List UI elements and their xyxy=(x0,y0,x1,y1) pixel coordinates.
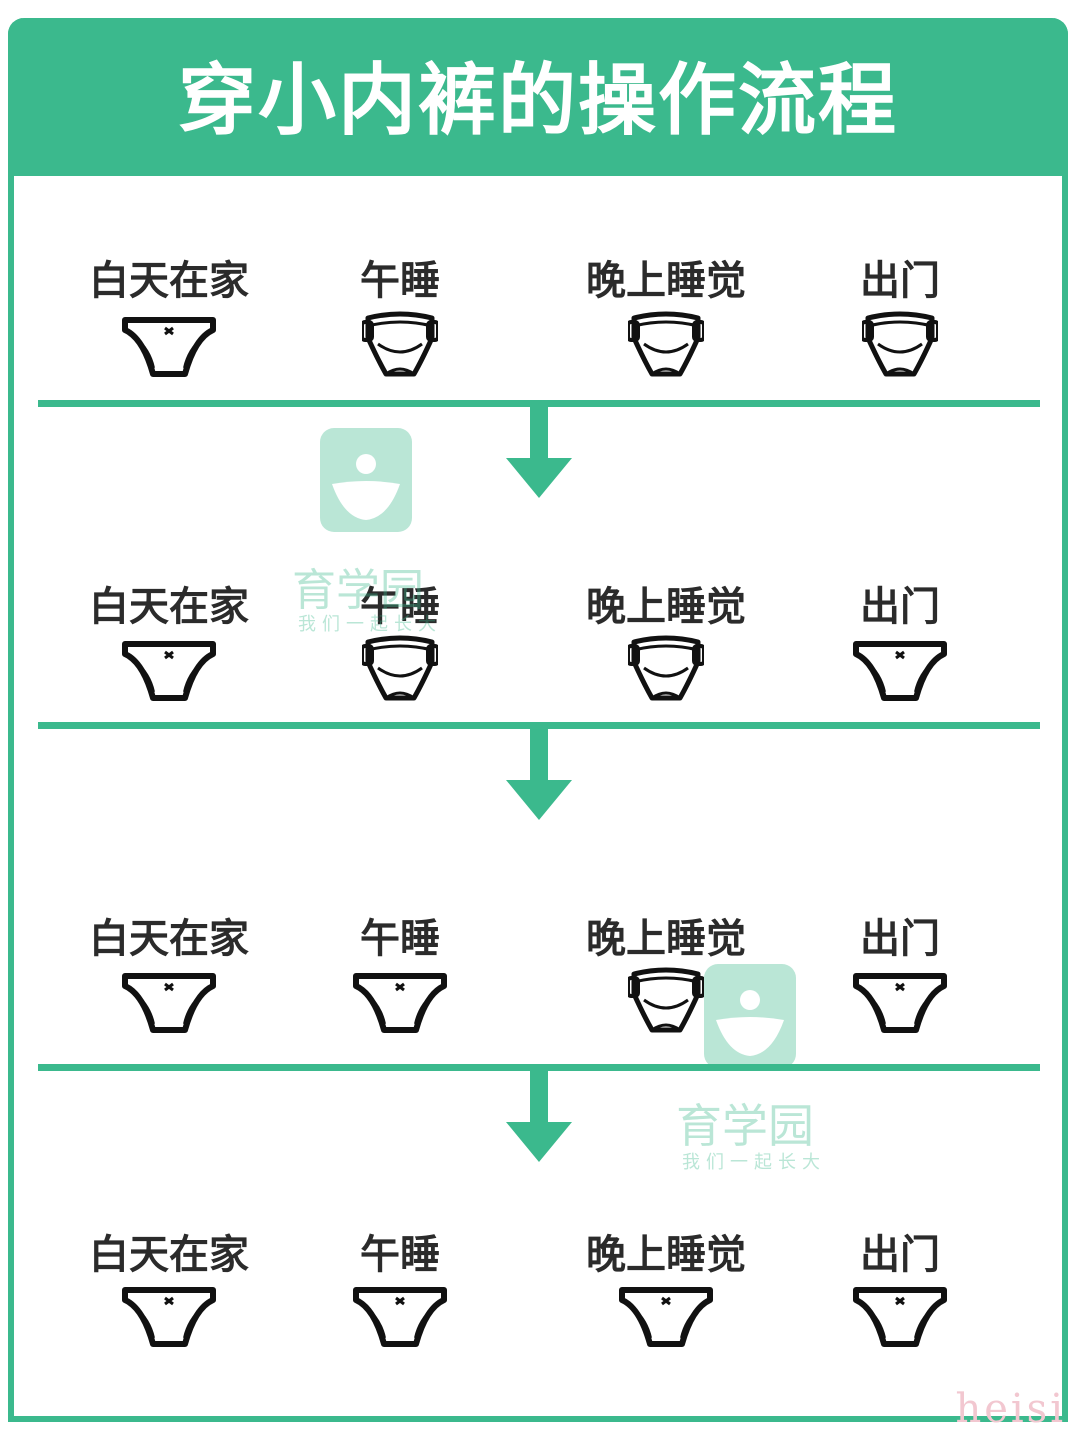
column-label: 午睡 xyxy=(360,916,440,962)
stage-3-cell-4: 出门 xyxy=(800,906,1000,964)
underwear-icon-wrap xyxy=(352,972,448,1038)
underwear-icon-wrap xyxy=(121,316,217,382)
diaper-icon-wrap xyxy=(626,964,706,1040)
watermark-logo-2: 育学园 我们一起长大 xyxy=(672,962,832,1177)
down-arrow-icon xyxy=(506,728,572,824)
underwear-icon xyxy=(853,641,947,701)
watermark-slogan: 我们一起长大 xyxy=(298,614,442,635)
stage-2-cell-3: 晚上睡觉 xyxy=(566,574,766,632)
column-label: 白天在家 xyxy=(89,916,249,962)
stage-2-cell-4: 出门 xyxy=(800,574,1000,632)
column-label: 出门 xyxy=(860,258,940,304)
title-banner: 穿小内裤的操作流程 xyxy=(8,18,1068,176)
underwear-icon-wrap xyxy=(352,1286,448,1352)
diaper-icon-wrap xyxy=(626,308,706,384)
diaper-icon xyxy=(360,635,440,701)
stage-divider xyxy=(38,400,1040,407)
column-label: 白天在家 xyxy=(89,1232,249,1278)
stage-divider xyxy=(38,1064,1040,1071)
watermark-logo-icon xyxy=(704,964,796,1068)
column-label: 出门 xyxy=(860,584,940,630)
underwear-icon xyxy=(122,641,216,701)
diaper-icon-wrap xyxy=(360,632,440,708)
underwear-icon-wrap xyxy=(121,640,217,706)
stage-3-cell-2: 午睡 xyxy=(300,906,500,964)
stage-1-cell-1: 白天在家 xyxy=(69,248,269,306)
stage-4-cell-3: 晚上睡觉 xyxy=(566,1222,766,1280)
column-label: 晚上睡觉 xyxy=(586,1232,746,1278)
column-label: 晚上睡觉 xyxy=(586,258,746,304)
underwear-icon-wrap xyxy=(618,1286,714,1352)
underwear-icon-wrap xyxy=(121,1286,217,1352)
watermark-logo-1: 育学园 我们一起长大 xyxy=(292,426,442,636)
watermark-name: 育学园 xyxy=(292,565,424,616)
stage-2-cell-2: 午睡 xyxy=(300,574,500,632)
diaper-icon-wrap xyxy=(360,308,440,384)
column-label: 出门 xyxy=(860,916,940,962)
stage-4-cell-2: 午睡 xyxy=(300,1222,500,1280)
watermark-name: 育学园 xyxy=(676,1099,814,1153)
stage-3-cell-1: 白天在家 xyxy=(69,906,269,964)
diaper-icon-wrap xyxy=(626,632,706,708)
watermark-logo-icon xyxy=(320,428,412,532)
diaper-icon xyxy=(360,311,440,377)
stage-4-cell-1: 白天在家 xyxy=(69,1222,269,1280)
diaper-icon xyxy=(860,311,940,377)
column-label: 午睡 xyxy=(360,584,440,630)
stage-1-cell-2: 午睡 xyxy=(300,248,500,306)
underwear-icon xyxy=(853,973,947,1033)
column-label: 白天在家 xyxy=(89,258,249,304)
underwear-icon xyxy=(619,1287,713,1347)
underwear-icon xyxy=(353,1287,447,1347)
stage-1-cell-3: 晚上睡觉 xyxy=(566,248,766,306)
watermark-slogan: 我们一起长大 xyxy=(682,1152,826,1173)
underwear-icon xyxy=(853,1287,947,1347)
diaper-icon xyxy=(626,311,706,377)
column-label: 午睡 xyxy=(360,1232,440,1278)
corner-watermark: heisi xyxy=(955,1386,1066,1432)
column-label: 晚上睡觉 xyxy=(586,584,746,630)
underwear-icon-wrap xyxy=(852,1286,948,1352)
underwear-icon-wrap xyxy=(852,640,948,706)
down-arrow-icon xyxy=(506,1070,572,1166)
underwear-icon xyxy=(122,973,216,1033)
column-label: 晚上睡觉 xyxy=(586,916,746,962)
column-label: 午睡 xyxy=(360,258,440,304)
underwear-icon-wrap xyxy=(121,972,217,1038)
underwear-icon-wrap xyxy=(852,972,948,1038)
stage-divider xyxy=(38,722,1040,729)
column-label: 出门 xyxy=(860,1232,940,1278)
diaper-icon-wrap xyxy=(860,308,940,384)
stage-3-cell-3: 晚上睡觉 xyxy=(566,906,766,964)
down-arrow-icon xyxy=(506,406,572,502)
diaper-icon xyxy=(626,967,706,1033)
flowchart-frame xyxy=(8,18,1068,1422)
page-title: 穿小内裤的操作流程 xyxy=(177,56,898,146)
diaper-icon xyxy=(626,635,706,701)
underwear-icon xyxy=(122,317,216,377)
stage-4-cell-4: 出门 xyxy=(800,1222,1000,1280)
stage-2-cell-1: 白天在家 xyxy=(69,574,269,632)
underwear-icon xyxy=(122,1287,216,1347)
column-label: 白天在家 xyxy=(89,584,249,630)
stage-1-cell-4: 出门 xyxy=(800,248,1000,306)
underwear-icon xyxy=(353,973,447,1033)
